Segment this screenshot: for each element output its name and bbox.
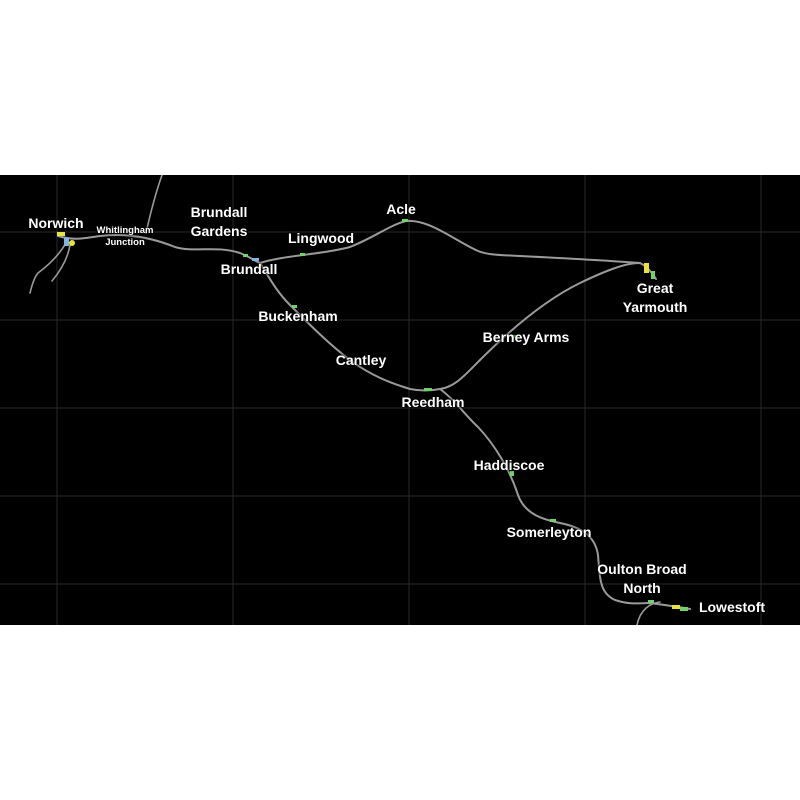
rail-network-map: Norwich Whitlingham Junction Brundall Ga… — [0, 175, 800, 625]
station-label-text: Haddiscoe — [473, 457, 545, 473]
station-label-text: Buckenham — [258, 308, 338, 324]
station-marker-norwich — [57, 232, 65, 236]
station-label-text: Lingwood — [287, 230, 355, 246]
station-label-text: Junction — [105, 237, 145, 248]
rail-tracks — [29, 175, 691, 625]
station-label-text: Oulton Broad — [597, 561, 687, 577]
station-marker-acle — [402, 219, 408, 222]
station-marker-cantley — [348, 358, 353, 361]
station-label-text: Brundall — [190, 204, 248, 220]
station-label-oulton-broad-north: Oulton Broad North — [597, 560, 686, 598]
track-northern-branch — [145, 175, 163, 234]
station-label-text: Brundall — [220, 261, 278, 277]
station-label-norwich: Norwich — [28, 214, 83, 233]
track-oulton-spur — [636, 601, 661, 625]
station-label-whitlingham-junction: Whitlingham Junction — [97, 225, 154, 249]
station-marker-somerleyton — [550, 519, 556, 522]
track-norwich-spur-west — [29, 242, 67, 294]
station-label-text: Gardens — [190, 223, 248, 239]
station-label-berney-arms: Berney Arms — [483, 328, 570, 347]
station-marker-berney-arms — [512, 335, 516, 338]
station-label-text: North — [623, 580, 661, 596]
station-markers — [57, 219, 688, 611]
map-canvas — [0, 175, 800, 625]
station-label-text: Norwich — [28, 215, 84, 231]
station-marker-haddiscoe — [510, 471, 514, 476]
station-marker-brundall — [252, 258, 259, 261]
station-label-text: Cantley — [335, 352, 387, 368]
station-marker-lowestoft — [672, 605, 680, 609]
station-label-text: Yarmouth — [622, 299, 688, 315]
station-label-text: Whitlingham — [96, 225, 154, 236]
station-label-text: Acle — [386, 201, 416, 217]
track-brundall-reedham — [259, 262, 441, 392]
station-label-buckenham: Buckenham — [258, 307, 337, 326]
station-label-text: Berney Arms — [482, 329, 570, 345]
station-label-text: Somerleyton — [506, 524, 592, 540]
station-label-brundall: Brundall — [221, 260, 278, 279]
station-marker-buckenham — [292, 305, 297, 308]
station-marker-lingwood — [300, 253, 305, 256]
station-label-reedham: Reedham — [401, 393, 464, 412]
grid — [0, 175, 800, 625]
station-label-cantley: Cantley — [336, 351, 387, 370]
track-norwich-spur-south — [51, 244, 71, 282]
station-marker-great-yarmouth — [644, 263, 649, 273]
station-marker-great-yarmouth-2 — [651, 271, 655, 279]
station-label-lowestoft: Lowestoft — [699, 598, 765, 617]
station-label-text: Reedham — [401, 394, 465, 410]
station-marker-brundall-gardens — [243, 254, 248, 257]
station-label-great-yarmouth: Great Yarmouth — [623, 279, 688, 317]
station-label-text: Lowestoft — [698, 599, 766, 615]
station-label-acle: Acle — [386, 200, 416, 219]
station-marker-lowestoft-2 — [680, 607, 688, 611]
track-brundall-yarmouth — [259, 219, 641, 264]
station-marker-whitlingham — [69, 240, 75, 246]
station-label-text: Great — [636, 280, 674, 296]
station-label-lingwood: Lingwood — [288, 229, 354, 248]
station-marker-reedham — [424, 388, 432, 391]
station-marker-norwich-2 — [64, 238, 69, 246]
track-reedham-lowestoft — [439, 388, 691, 610]
station-label-somerleyton: Somerleyton — [507, 523, 592, 542]
station-marker-oulton-broad — [648, 600, 654, 603]
station-label-haddiscoe: Haddiscoe — [474, 456, 545, 475]
station-label-brundall-gardens: Brundall Gardens — [191, 203, 248, 241]
